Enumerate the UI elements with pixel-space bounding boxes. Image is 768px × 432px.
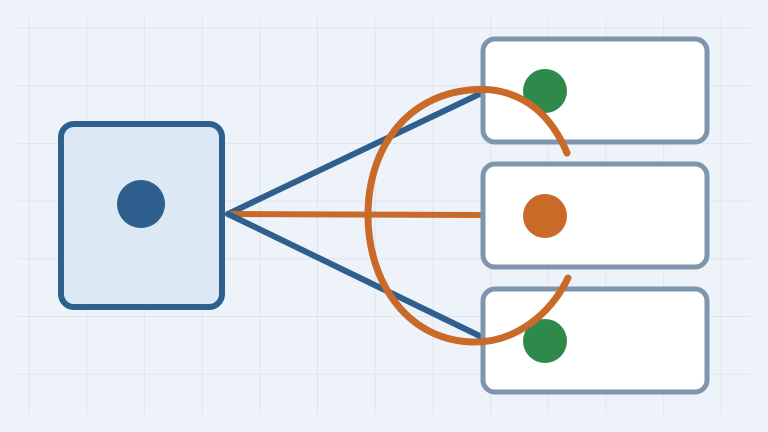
connector-3 [225, 211, 491, 343]
connector-group [225, 87, 491, 343]
source-node[interactable] [58, 121, 225, 310]
target-node-group [480, 36, 710, 395]
target-node-2[interactable] [480, 161, 710, 270]
connector-highlighted [225, 211, 486, 218]
target-node-3[interactable] [480, 286, 710, 395]
target-dot-icon [523, 319, 567, 363]
target-node-1[interactable] [480, 36, 710, 145]
source-dot-icon [117, 180, 165, 228]
target-box[interactable] [480, 36, 710, 145]
target-box[interactable] [480, 161, 710, 270]
target-box[interactable] [480, 286, 710, 395]
target-dot-icon [523, 69, 567, 113]
connector-1 [225, 87, 491, 217]
target-dot-icon [523, 194, 567, 238]
selection-arc [364, 85, 572, 346]
